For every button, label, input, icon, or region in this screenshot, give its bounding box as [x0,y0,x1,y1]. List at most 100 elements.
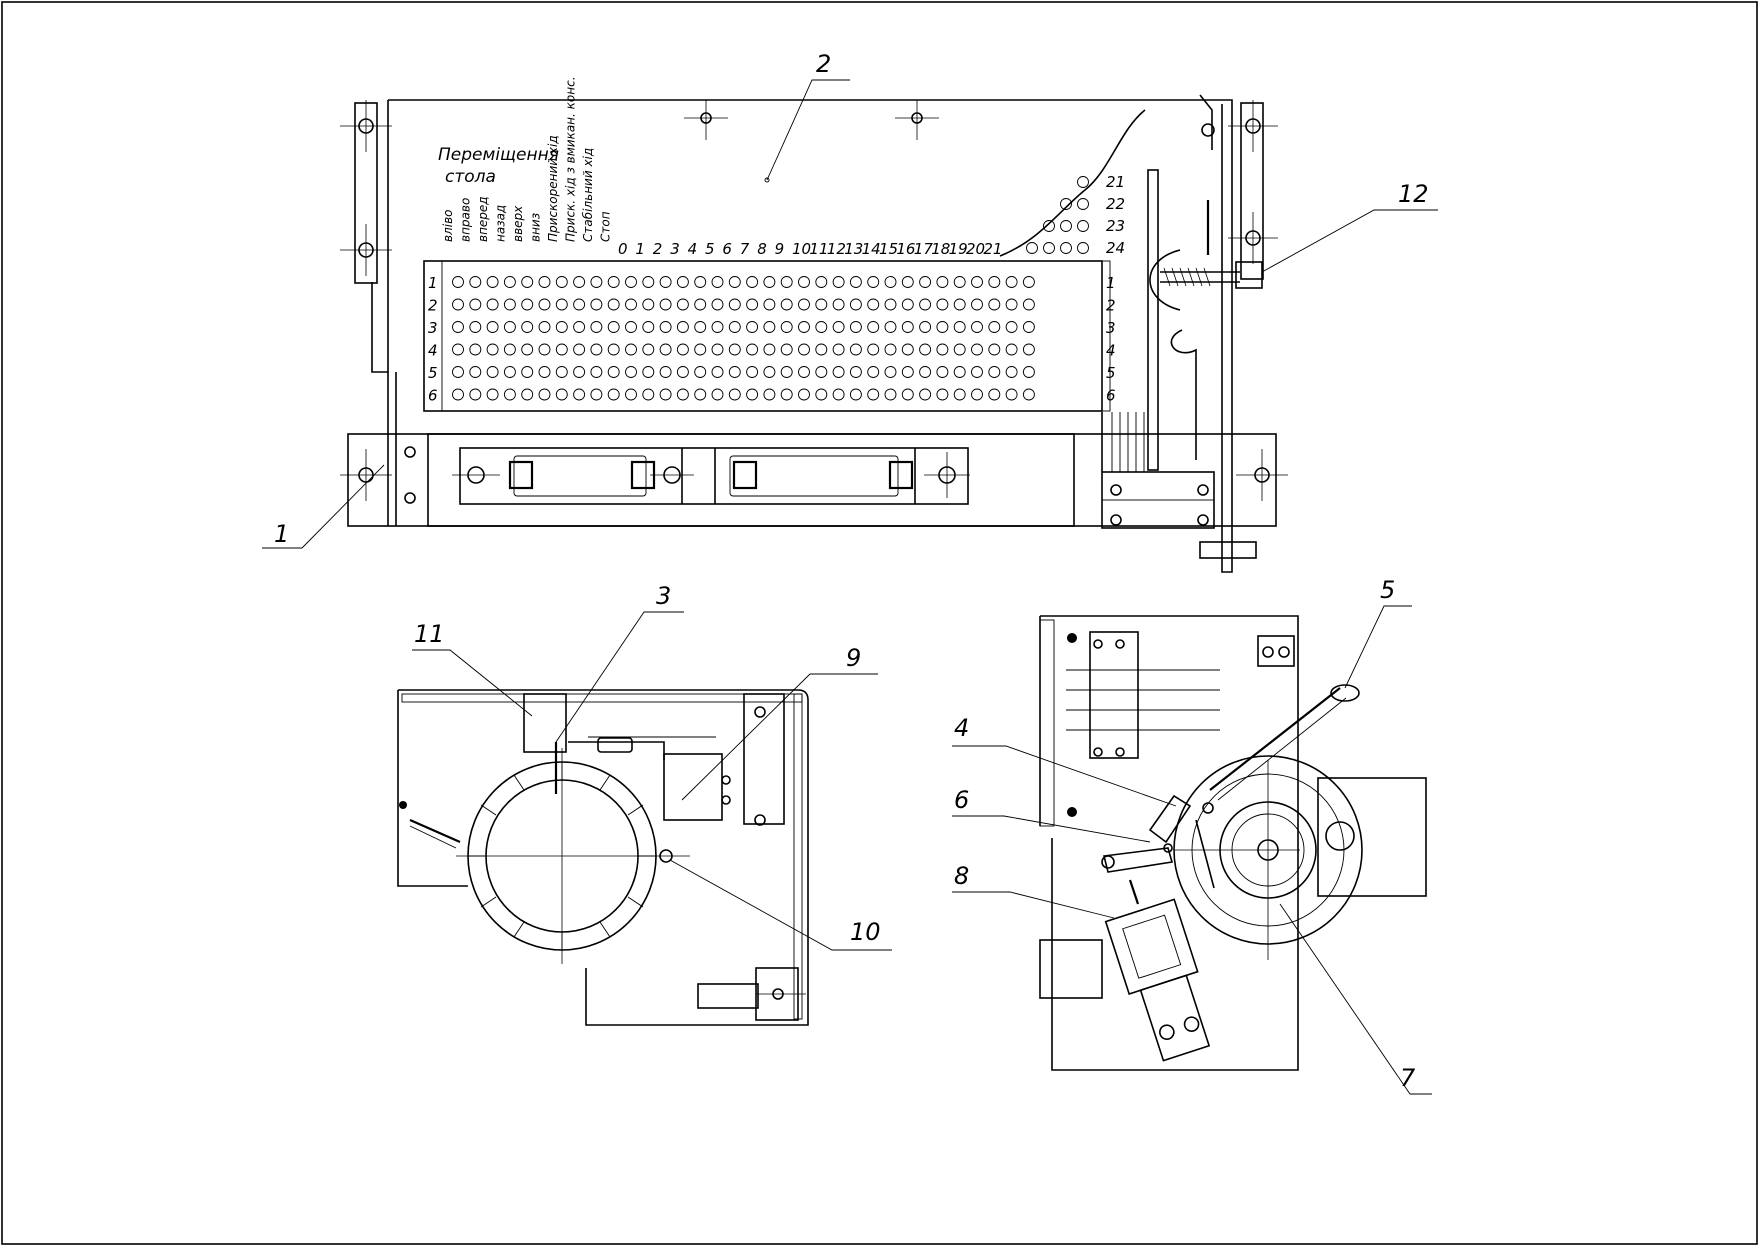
pin-hole [953,276,966,288]
pin-hole [573,388,586,401]
pin-hole [867,366,880,378]
pin-hole [763,343,776,356]
pin-hole [538,276,551,288]
pin-hole [486,366,499,378]
column-number: 21 [983,240,1002,258]
pin-hole [590,388,603,401]
pin-hole [452,298,464,311]
callout-4-leader [952,745,1177,807]
pin-hole [901,321,914,333]
callout-10-leader [669,859,892,951]
pin-hole [469,343,482,356]
pin-hole [625,343,637,356]
pin-hole [625,276,637,288]
pin-hole [521,343,534,356]
pin-hole [936,343,949,356]
pin-hole [694,321,707,333]
pin-hole [711,276,724,288]
pin-hole [676,276,689,288]
column-number: 11 [809,240,828,258]
pin-hole [936,276,949,288]
pin-hole [503,298,516,311]
ratchet-view [952,605,1432,1095]
pin-hole [780,388,793,401]
pin-hole [503,366,516,378]
row-number-right: 6 [1106,387,1116,405]
column-number: 6 [722,240,732,258]
pin-hole [1060,198,1072,210]
pin-hole [884,388,897,401]
pin-hole [538,366,551,378]
pin-hole [728,366,741,378]
pin-hole [486,276,499,288]
pin-hole [728,388,741,401]
pin-hole [486,343,499,356]
pin-hole [486,298,499,311]
callout-12-leader [1261,209,1438,273]
column-number: 12 [827,240,846,258]
callout-7: 7 [1400,1064,1416,1092]
pin-hole [590,321,603,333]
direction-label: Стабільний хід [581,148,595,242]
direction-label: вверх [511,205,525,242]
column-number: 9 [775,240,785,258]
pin-hole [936,388,949,401]
pin-hole [780,366,793,378]
pin-hole [607,298,620,311]
pin-hole [1060,242,1072,254]
pin-hole [798,276,810,288]
row-number-right: 5 [1106,364,1116,382]
row-number-left: 1 [428,274,438,292]
pin-hole [988,366,1001,378]
pin-hole [642,276,655,288]
pin-hole [607,321,620,333]
pin-hole [953,388,966,401]
rail-clamps [508,460,914,490]
pin-hole [919,343,932,356]
pin-hole [988,321,1001,333]
column-number: 10 [792,240,811,258]
callout-5-leader [1344,605,1412,689]
callout-9: 9 [846,644,861,672]
pin-hole [936,366,949,378]
pin-hole [642,298,655,311]
callout-11: 11 [414,620,445,648]
pin-hole [763,321,776,333]
pin-hole [1022,276,1035,288]
extra-row-label: 24 [1106,239,1125,257]
pin-hole [1077,220,1089,232]
pin-hole [469,388,482,401]
pin-hole [607,388,620,401]
pin-hole [590,276,603,288]
pin-hole [642,321,655,333]
pin-hole [746,321,759,333]
pin-hole [867,343,880,356]
row-number-left: 6 [428,387,438,405]
pin-hole [659,276,672,288]
callout-3: 3 [656,582,671,610]
pin-hole [590,343,603,356]
direction-label: назад [494,205,508,242]
row-number-right: 4 [1106,342,1116,360]
pin-hole [555,388,568,401]
callout-8-leader [952,891,1115,919]
pin-hole [659,321,672,333]
pin-hole [849,276,862,288]
direction-label: вліво [441,210,455,243]
pin-hole [538,298,551,311]
callout-1-leader [262,464,385,549]
pin-hole [971,321,983,333]
pin-hole [780,276,793,288]
extra-row-label: 21 [1106,173,1125,191]
pin-hole [469,298,482,311]
pin-hole [676,366,689,378]
pin-hole [1022,343,1035,356]
direction-label: Стоп [599,211,613,242]
column-number: 8 [757,240,767,258]
pin-hole [555,298,568,311]
column-number: 3 [670,240,680,258]
pin-hole [832,388,845,401]
